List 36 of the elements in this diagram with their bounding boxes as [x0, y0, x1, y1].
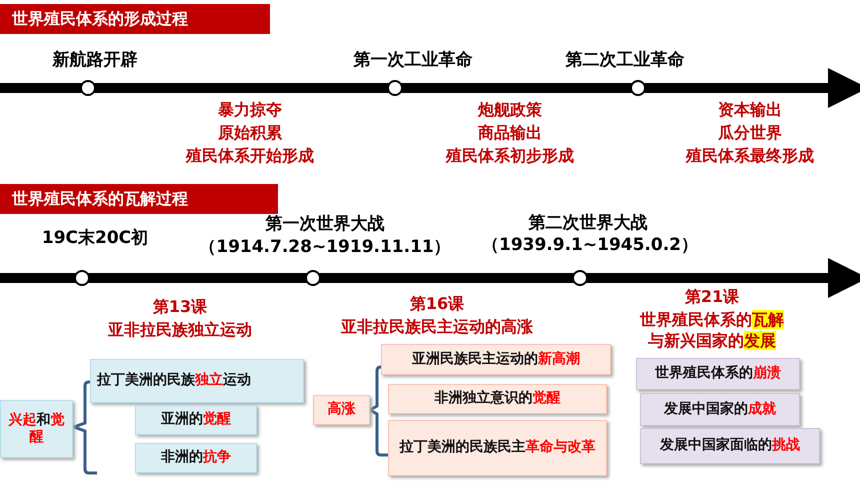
lesson-number: 第21课 — [684, 287, 740, 308]
topic-box: 发展中国家的成就 — [640, 393, 800, 426]
section-banner: 世界殖民体系的瓦解过程 — [0, 184, 278, 214]
lesson-title: 亚非拉民族民主运动的高涨 — [341, 317, 533, 338]
note: 炮舰政策 — [478, 100, 542, 121]
event-label: 第一次世界大战 — [266, 213, 384, 235]
topic-box: 非洲独立意识的觉醒 — [388, 384, 607, 414]
topic-box: 亚洲的觉醒 — [135, 405, 257, 435]
topic-box: 兴起和觉醒 — [0, 400, 73, 458]
topic-box: 拉丁美洲的民族独立运动 — [90, 359, 304, 403]
topic-box: 高涨 — [313, 395, 370, 425]
lesson-number: 第13课 — [152, 297, 208, 318]
topic-box: 发展中国家面临的挑战 — [640, 428, 820, 464]
note: 资本输出 — [718, 100, 782, 121]
note: 暴力掠夺 — [218, 100, 282, 121]
date-range: （1939.9.1~1945.0.2） — [482, 234, 698, 256]
date-range: （1914.7.28~1919.11.11） — [199, 236, 451, 258]
note: 原始积累 — [218, 123, 282, 144]
topic-box: 拉丁美洲的民族民主革命与改革 — [388, 420, 607, 476]
lesson-number: 第16课 — [410, 294, 464, 315]
note: 殖民体系初步形成 — [446, 146, 574, 167]
note: 殖民体系最终形成 — [686, 146, 814, 167]
lesson-title: 世界殖民体系的瓦解与新兴国家的发展 — [639, 310, 785, 352]
note: 殖民体系开始形成 — [186, 146, 314, 167]
event-label: 19C末20C初 — [42, 227, 148, 249]
event-label: 第二次世界大战 — [528, 212, 648, 234]
topic-box: 非洲的抗争 — [135, 443, 257, 473]
note: 商品输出 — [478, 123, 542, 144]
section-banner: 世界殖民体系的形成过程 — [0, 4, 270, 34]
event-label: 新航路开辟 — [52, 49, 138, 71]
event-label: 第二次工业革命 — [566, 49, 684, 71]
lesson-title: 亚非拉民族独立运动 — [108, 320, 252, 341]
note: 瓜分世界 — [718, 123, 782, 144]
event-label: 第一次工业革命 — [354, 49, 472, 71]
topic-box: 亚洲民族民主运动的新高潮 — [381, 344, 611, 375]
topic-box: 世界殖民体系的崩溃 — [636, 358, 800, 390]
